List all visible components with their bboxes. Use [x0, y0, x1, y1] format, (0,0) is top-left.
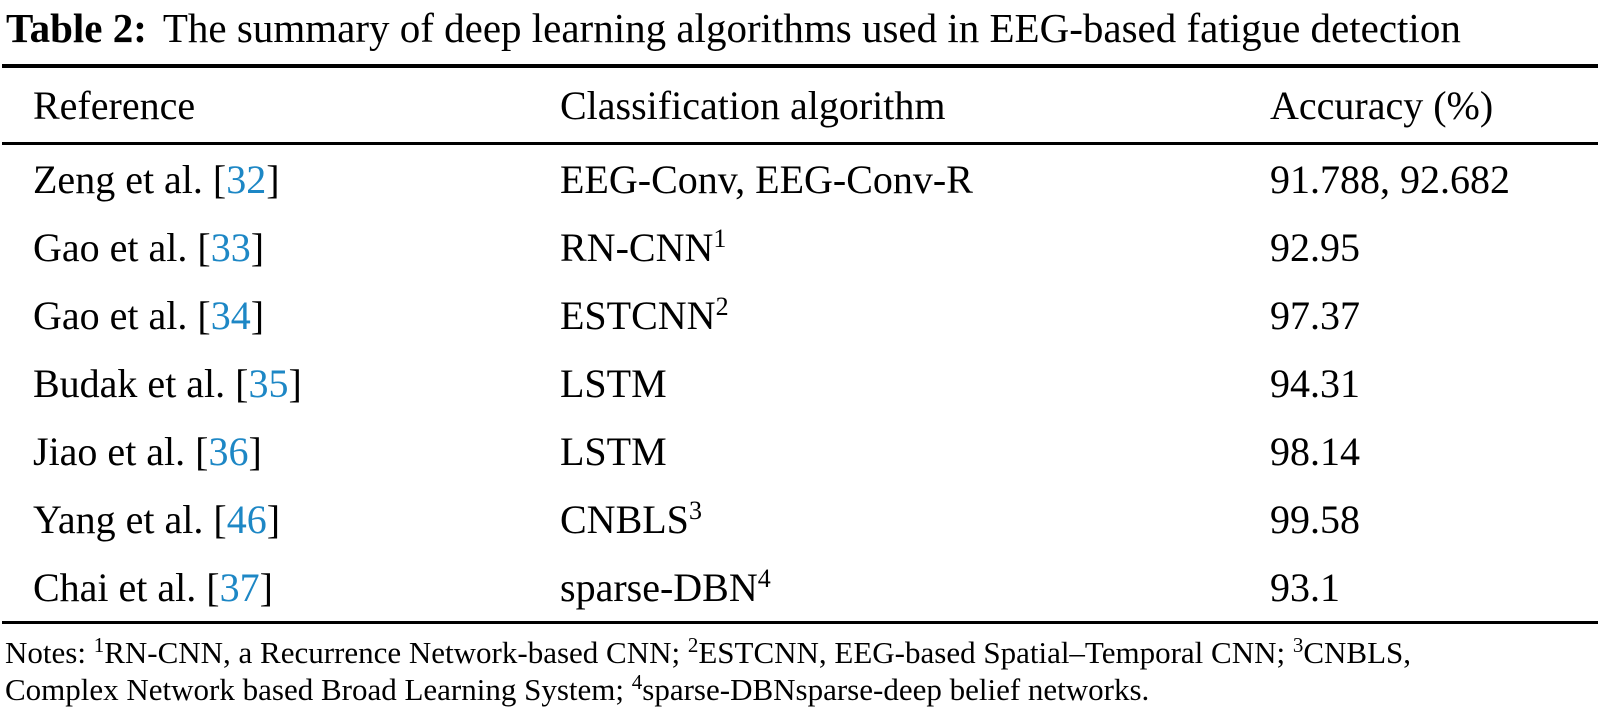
table-footnotes: Notes: 1RN-CNN, a Recurrence Network-bas…	[5, 634, 1600, 708]
author-text: Gao et al.	[33, 292, 198, 338]
footnote-marker: 2	[715, 291, 729, 321]
table-row: Yang et al. [46] CNBLS3 99.58	[2, 485, 1598, 553]
author-text: Gao et al.	[33, 224, 198, 270]
accuracy-cell: 97.37	[1270, 292, 1360, 338]
author-text: Zeng et al.	[33, 156, 213, 202]
algorithm-cell: EEG-Conv, EEG-Conv-R	[560, 156, 1270, 203]
author-text: Jiao et al.	[33, 428, 196, 474]
accuracy-cell: 92.95	[1270, 224, 1360, 270]
algorithm-cell: LSTM	[560, 428, 1270, 475]
table-caption: Table 2: The summary of deep learning alg…	[6, 4, 1461, 52]
author-text: Chai et al.	[33, 564, 207, 610]
summary-table: Reference Classification algorithm Accur…	[2, 64, 1598, 624]
accuracy-cell: 98.14	[1270, 428, 1360, 474]
algorithm-cell: ESTCNN2	[560, 292, 1270, 339]
bracket: ]	[266, 496, 281, 542]
footnote-text: CNBLS,	[1303, 635, 1412, 670]
citation-link[interactable]: 34	[210, 292, 251, 338]
table-row: Gao et al. [34] ESTCNN2 97.37	[2, 281, 1598, 349]
algorithm-cell: sparse-DBN4	[560, 564, 1270, 611]
citation-link[interactable]: 46	[226, 496, 267, 542]
bracket: [	[213, 496, 227, 542]
citation-link[interactable]: 35	[248, 360, 289, 406]
bracket: [	[212, 156, 227, 202]
accuracy-cell: 94.31	[1270, 360, 1360, 406]
header-reference: Reference	[33, 82, 196, 128]
reference-cell: Zeng et al. [32]	[33, 156, 560, 203]
footnote-text: Complex Network based Broad Learning Sys…	[5, 672, 632, 707]
footnote-line-1: Notes: 1RN-CNN, a Recurrence Network-bas…	[5, 634, 1600, 671]
reference-cell: Budak et al. [35]	[33, 360, 560, 407]
bracket: ]	[250, 292, 265, 338]
reference-cell: Chai et al. [37]	[33, 564, 560, 611]
citation-link[interactable]: 33	[210, 224, 251, 270]
algorithm-cell: RN-CNN1	[560, 224, 1270, 271]
algorithm-cell: LSTM	[560, 360, 1270, 407]
table-header-row: Reference Classification algorithm Accur…	[2, 68, 1598, 145]
table-caption-text: The summary of deep learning algorithms …	[162, 5, 1461, 51]
table-body: Zeng et al. [32] EEG-Conv, EEG-Conv-R 91…	[2, 145, 1598, 624]
bracket: ]	[250, 224, 265, 270]
bracket: [	[197, 292, 211, 338]
algorithm-cell: CNBLS3	[560, 496, 1270, 543]
algorithm-text: RN-CNN	[560, 224, 714, 270]
table-caption-label: Table 2:	[6, 5, 147, 51]
algorithm-text: sparse-DBN	[560, 564, 758, 610]
algorithm-text: LSTM	[560, 360, 667, 406]
header-classification-algorithm: Classification algorithm	[560, 82, 946, 128]
author-text: Budak et al.	[33, 360, 236, 406]
accuracy-cell: 93.1	[1270, 564, 1340, 610]
table-row: Budak et al. [35] LSTM 94.31	[2, 349, 1598, 417]
footnote-text: sparse-DBNsparse-deep belief networks.	[642, 672, 1150, 707]
footnote-text: RN-CNN, a Recurrence Network-based CNN;	[104, 635, 688, 670]
table-row: Jiao et al. [36] LSTM 98.14	[2, 417, 1598, 485]
header-accuracy: Accuracy (%)	[1270, 82, 1494, 128]
reference-cell: Yang et al. [46]	[33, 496, 560, 543]
footnote-marker: 4	[757, 563, 771, 593]
bracket: ]	[259, 564, 273, 610]
table-row: Chai et al. [37] sparse-DBN4 93.1	[2, 553, 1598, 621]
bracket: [	[195, 428, 209, 474]
footnote-line-2: Complex Network based Broad Learning Sys…	[5, 671, 1600, 708]
footnote-text: ESTCNN, EEG-based Spatial–Temporal CNN;	[698, 635, 1293, 670]
bracket: ]	[266, 156, 280, 202]
bracket: [	[197, 224, 211, 270]
citation-link[interactable]: 37	[219, 564, 260, 610]
algorithm-text: LSTM	[560, 428, 667, 474]
footnote-marker: 3	[688, 495, 702, 525]
footnote-marker: 4	[631, 670, 643, 694]
citation-link[interactable]: 36	[208, 428, 249, 474]
reference-cell: Jiao et al. [36]	[33, 428, 560, 475]
table-row: Zeng et al. [32] EEG-Conv, EEG-Conv-R 91…	[2, 145, 1598, 213]
accuracy-cell: 91.788, 92.682	[1270, 156, 1510, 202]
accuracy-cell: 99.58	[1270, 496, 1360, 542]
citation-link[interactable]: 32	[226, 156, 267, 202]
reference-cell: Gao et al. [33]	[33, 224, 560, 271]
bracket: [	[206, 564, 220, 610]
footnote-marker: 2	[687, 633, 699, 657]
author-text: Yang et al.	[33, 496, 214, 542]
reference-cell: Gao et al. [34]	[33, 292, 560, 339]
table-row: Gao et al. [33] RN-CNN1 92.95	[2, 213, 1598, 281]
algorithm-text: CNBLS	[560, 496, 689, 542]
bracket: [	[235, 360, 249, 406]
footnote-marker: 1	[713, 223, 727, 253]
footnote-marker: 3	[1292, 633, 1304, 657]
algorithm-text: EEG-Conv, EEG-Conv-R	[560, 156, 973, 202]
footnote-marker: 1	[93, 633, 105, 657]
bracket: ]	[248, 428, 262, 474]
notes-prefix: Notes:	[5, 635, 94, 670]
algorithm-text: ESTCNN	[560, 292, 716, 338]
bracket: ]	[288, 360, 302, 406]
